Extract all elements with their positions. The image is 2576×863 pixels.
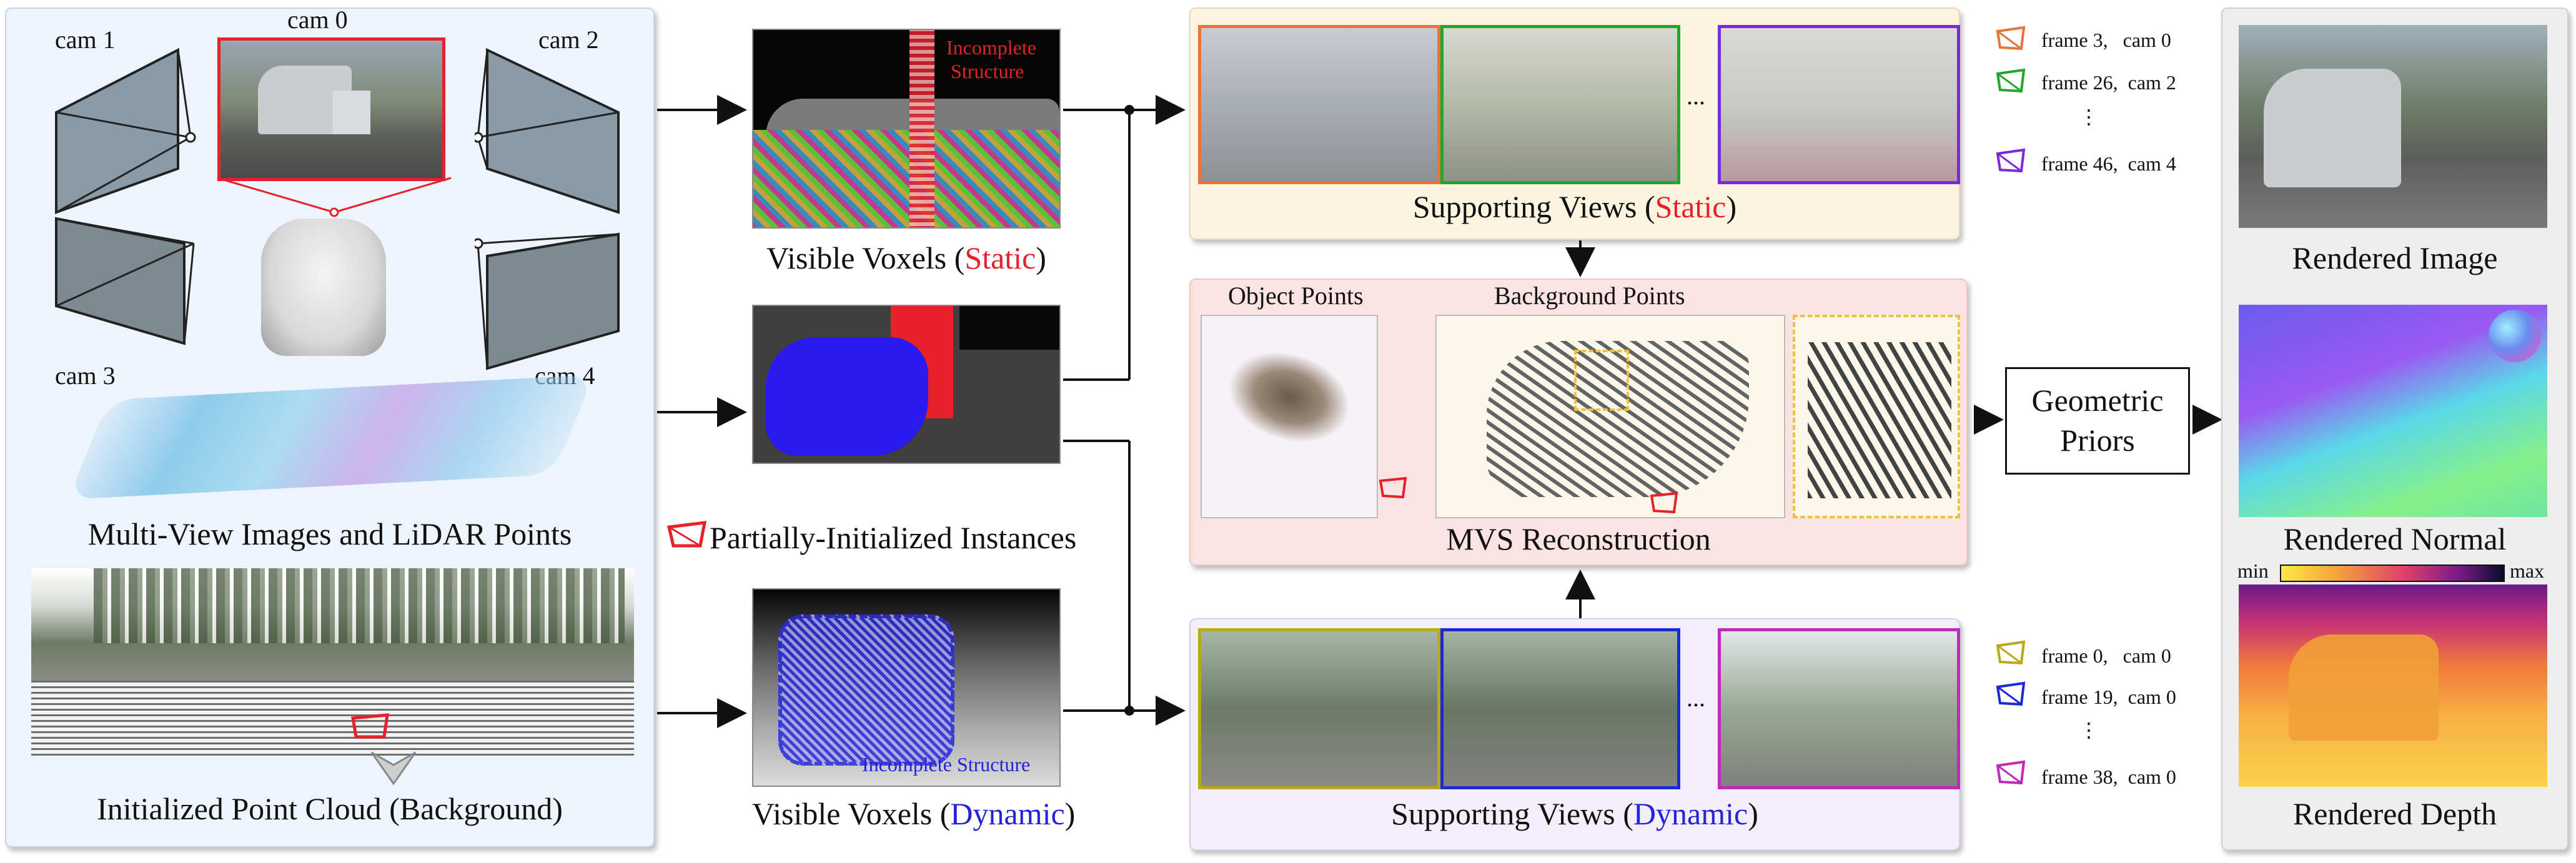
cam3-label: cam 3 — [55, 362, 116, 390]
cloud-road — [31, 681, 634, 756]
cam0-image — [217, 37, 445, 181]
depth-min-label: min — [2237, 560, 2269, 582]
cam3-frustum — [55, 217, 195, 345]
voxels-dynamic-title: Visible Voxels (Dynamic) — [752, 796, 1076, 831]
cam4-frustum — [475, 232, 620, 370]
partial-instance-image — [752, 305, 1061, 464]
object-camera-icon — [1379, 476, 1407, 499]
object-points-image — [1201, 315, 1378, 518]
rendered-depth-label: Rendered Depth — [2292, 796, 2497, 831]
background-points-image — [1435, 315, 1785, 518]
depth-truck — [2289, 634, 2439, 741]
static-frame-2: frame 26, cam 2 — [2041, 71, 2176, 94]
point-cloud-image — [31, 568, 634, 756]
cam2-label: cam 2 — [538, 26, 599, 54]
zoom-detail-points — [1808, 342, 1951, 498]
instance-black-sky — [959, 306, 1059, 350]
cam1-label: cam 1 — [55, 26, 116, 54]
cloud-trees — [94, 568, 625, 643]
instance-blue-blob — [766, 337, 928, 456]
mvs-title: MVS Reconstruction — [1446, 521, 1711, 556]
dynamic-frame-2: frame 19, cam 0 — [2041, 686, 2176, 708]
static-voxel-image — [752, 29, 1061, 229]
ego-arrow-icon — [370, 751, 417, 786]
dynamic-ellipsis: ... — [1687, 684, 1705, 712]
object-point-cluster — [1216, 336, 1362, 458]
static-ellipsis: ... — [1687, 82, 1705, 110]
dynamic-view-1 — [1198, 628, 1440, 789]
static-view-3 — [1718, 25, 1960, 184]
cam0-frustum — [217, 177, 452, 217]
dynamic-view-2 — [1440, 628, 1680, 789]
static-view-2 — [1440, 25, 1680, 184]
background-points-label: Background Points — [1494, 282, 1685, 310]
dynamic-voxel-mosaic — [778, 614, 954, 766]
rendered-normal — [2239, 305, 2547, 517]
incomplete-structure-static-2: Structure — [951, 60, 1024, 82]
depth-colorbar — [2280, 565, 2505, 582]
static-frame-3: frame 46, cam 4 — [2041, 152, 2176, 175]
static-frame-icon-2 — [1996, 68, 2026, 93]
static-vdots: ⋮ — [2079, 106, 2099, 128]
incomplete-structure-dynamic: Incomplete Structure — [862, 753, 1031, 776]
dynamic-view-3 — [1718, 628, 1960, 789]
voxel-red-column — [909, 30, 934, 227]
dynamic-frame-icon-2 — [1996, 681, 2026, 706]
background-point-cluster — [1487, 341, 1749, 497]
depth-max-label: max — [2510, 560, 2545, 582]
static-frame-1: frame 3, cam 0 — [2041, 29, 2171, 51]
rendered-image-label: Rendered Image — [2292, 240, 2498, 275]
ego-car — [261, 219, 386, 356]
rendered-normal-label: Rendered Normal — [2283, 521, 2507, 556]
truck-cab — [333, 91, 370, 134]
priors-line2: Priors — [2060, 423, 2135, 458]
cam1-frustum — [55, 47, 196, 214]
dynamic-voxel-image — [752, 588, 1061, 787]
zoom-detail-image — [1793, 315, 1960, 518]
incomplete-structure-static-1: Incomplete — [946, 36, 1036, 59]
normal-sphere — [2489, 310, 2541, 362]
cloud-camera-icon — [351, 713, 389, 739]
dynamic-frame-icon-3 — [1996, 760, 2026, 785]
voxel-mosaic — [753, 130, 1059, 227]
instance-camera-icon — [666, 521, 707, 548]
dynamic-vdots: ⋮ — [2079, 719, 2099, 741]
cam0-label: cam 0 — [287, 6, 348, 34]
voxels-static-title: Visible Voxels (Static) — [766, 240, 1046, 275]
rendered-truck — [2264, 69, 2401, 187]
rendered-depth — [2239, 584, 2547, 787]
dynamic-frame-3: frame 38, cam 0 — [2041, 766, 2176, 788]
partial-instances-label: Partially-Initialized Instances — [710, 520, 1077, 555]
dynamic-frame-1: frame 0, cam 0 — [2041, 644, 2171, 667]
supporting-static-title: Supporting Views (Static) — [1412, 189, 1737, 224]
geometric-priors-box: Geometric Priors — [2005, 367, 2190, 475]
supporting-dynamic-title: Supporting Views (Dynamic) — [1391, 796, 1758, 831]
point-cloud-title: Initialized Point Cloud (Background) — [97, 791, 563, 826]
static-view-1 — [1198, 25, 1440, 184]
static-frame-icon-3 — [1996, 148, 2026, 173]
zoom-box — [1574, 350, 1629, 411]
cam2-frustum — [475, 47, 620, 214]
object-points-label: Object Points — [1228, 282, 1364, 310]
multiview-title: Multi-View Images and LiDAR Points — [87, 516, 572, 551]
static-frame-icon-1 — [1996, 26, 2026, 51]
rendered-image — [2239, 25, 2547, 228]
background-camera-icon — [1650, 491, 1678, 514]
dynamic-frame-icon-1 — [1996, 640, 2026, 665]
priors-line1: Geometric — [2031, 383, 2164, 418]
